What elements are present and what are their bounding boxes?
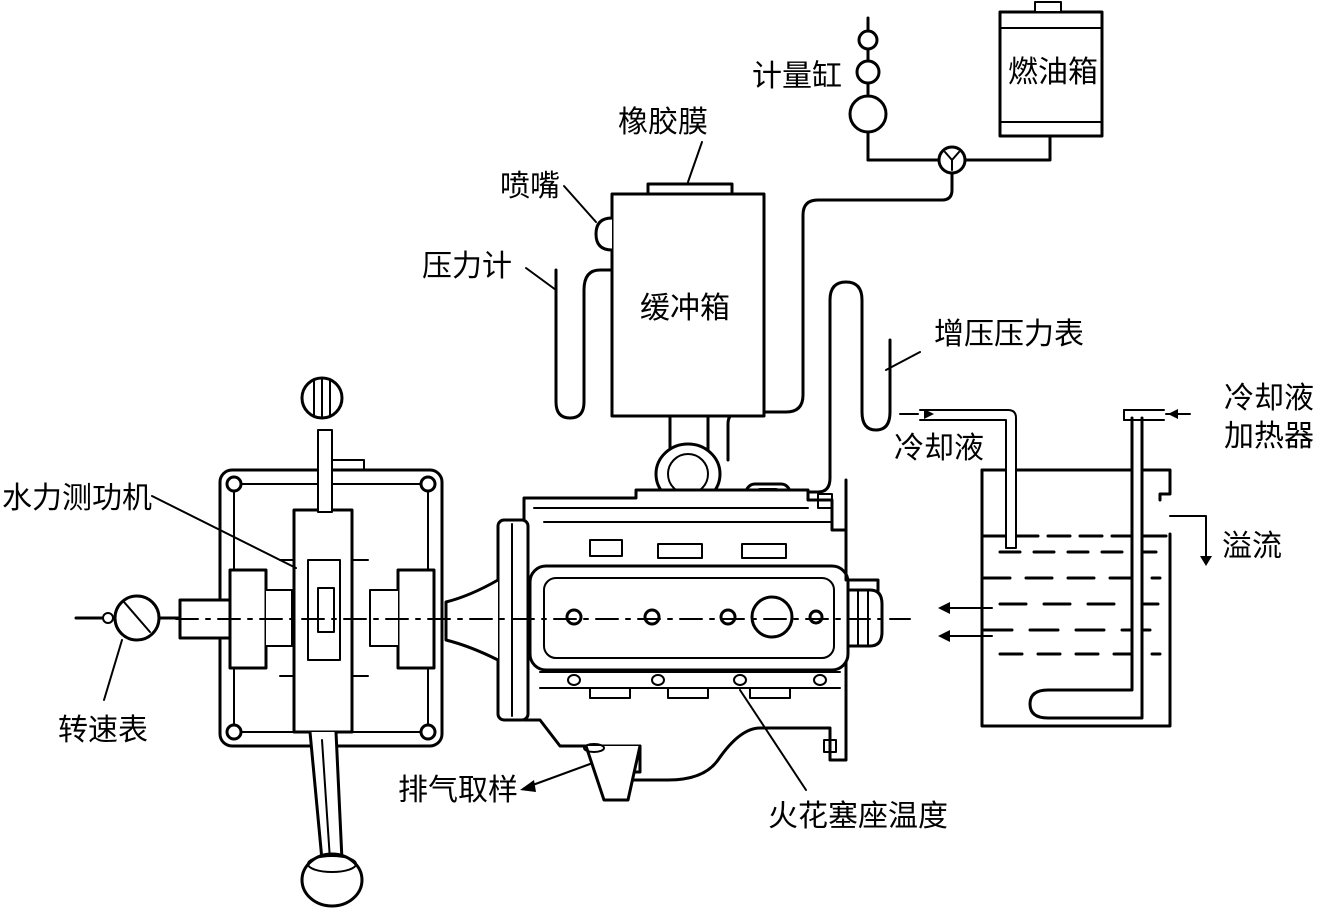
nozzle-label: 喷嘴: [500, 169, 560, 204]
rubber-membrane: [646, 182, 734, 196]
surge-tank: 橡胶膜 缓冲箱 喷嘴 压力计: [422, 105, 766, 506]
coolant-in-arrow-icon: [924, 409, 934, 419]
tachometer-label: 转速表: [58, 713, 148, 748]
coolant-tank: 溢流 冷却液 冷却液 加热器: [894, 381, 1314, 728]
overflow-label: 溢流: [1222, 529, 1282, 564]
exhaust-arrow-icon: [520, 780, 536, 792]
nozzle: [594, 216, 614, 252]
hydraulic-dynamometer: 水力测功机: [2, 376, 444, 908]
tachometer: 转速表: [58, 594, 182, 748]
exhaust-sampling-label: 排气取样: [398, 773, 518, 808]
fuel-line: [726, 134, 1052, 462]
coolant-heater-label-line2: 加热器: [1224, 419, 1314, 454]
surge-tank-label: 缓冲箱: [640, 291, 730, 326]
coolant-out-arrow-icon-1: [938, 602, 950, 614]
metering-cylinder-label: 计量缸: [752, 59, 842, 94]
coolant-out-arrow-icon-2: [938, 630, 950, 642]
spark-plug-seat-temp-label: 火花塞座温度: [768, 799, 948, 834]
rubber-membrane-label: 橡胶膜: [618, 105, 708, 140]
boost-pressure-gauge-label: 增压压力表: [934, 317, 1084, 352]
coolant-heater-label-line1: 冷却液: [1224, 381, 1314, 416]
metering-cylinder: 计量缸: [752, 16, 888, 162]
pressure-gauge: [554, 268, 614, 420]
hydraulic-dynamometer-label: 水力测功机: [2, 481, 152, 516]
coolant-in-label: 冷却液: [894, 431, 984, 466]
overflow-arrow-icon: [1200, 556, 1212, 566]
pressure-gauge-label: 压力计: [422, 249, 512, 284]
engine: 排气取样 火花塞座温度: [398, 478, 948, 834]
fuel-tank: 燃油箱: [998, 1, 1104, 138]
fuel-tank-label: 燃油箱: [1008, 55, 1098, 90]
heater-arrow-icon: [1168, 409, 1178, 419]
